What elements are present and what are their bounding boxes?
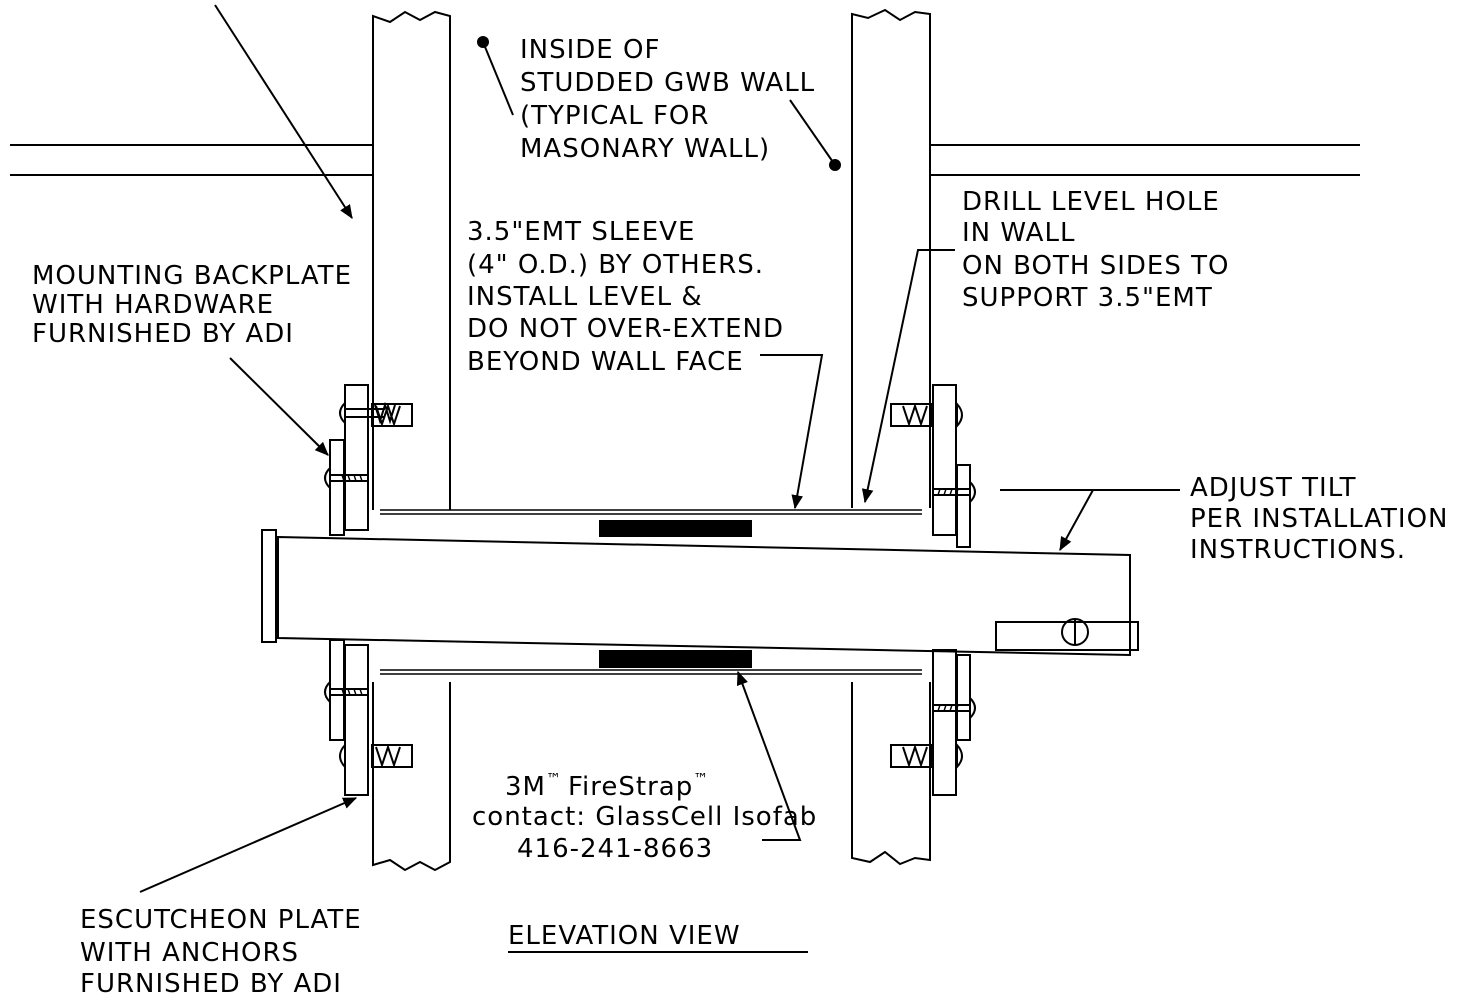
- svg-text:ELEVATION VIEW: ELEVATION VIEW: [508, 921, 741, 951]
- firestrap-bar-bottom: [599, 650, 752, 668]
- left-wall-stud-lower: [372, 682, 451, 872]
- svg-text:INSIDE OF: INSIDE OF: [520, 35, 660, 65]
- svg-text:ADJUST TILT: ADJUST TILT: [1190, 473, 1357, 503]
- svg-text:WITH ANCHORS: WITH ANCHORS: [80, 938, 299, 968]
- label-backplate: MOUNTING BACKPLATE WITH HARDWARE FURNISH…: [32, 261, 352, 349]
- svg-text:MASONARY WALL): MASONARY WALL): [520, 134, 770, 164]
- left-backplate: [329, 384, 369, 796]
- svg-text:ESCUTCHEON PLATE: ESCUTCHEON PLATE: [80, 905, 362, 935]
- svg-text:3.5"EMT SLEEVE: 3.5"EMT SLEEVE: [467, 217, 695, 247]
- svg-text:FURNISHED BY ADI: FURNISHED BY ADI: [32, 319, 294, 349]
- svg-text:416-241-8663: 416-241-8663: [517, 834, 713, 864]
- tilted-device-body: [261, 529, 1139, 657]
- right-wall-stud-lower: [851, 682, 931, 866]
- leader-lines: [139, 4, 1180, 893]
- wall-lines: [10, 144, 1360, 176]
- view-title: ELEVATION VIEW: [508, 921, 808, 953]
- emt-sleeve: [380, 509, 922, 675]
- svg-text:ON BOTH SIDES TO: ON BOTH SIDES TO: [962, 251, 1229, 281]
- svg-text:INSTRUCTIONS.: INSTRUCTIONS.: [1190, 535, 1406, 565]
- right-screws: [890, 401, 976, 770]
- svg-text:FURNISHED BY ADI: FURNISHED BY ADI: [80, 969, 342, 996]
- svg-text:BEYOND WALL FACE: BEYOND WALL FACE: [467, 347, 744, 377]
- svg-text:(TYPICAL FOR: (TYPICAL FOR: [520, 101, 709, 131]
- right-wall-stud-upper: [851, 8, 931, 508]
- svg-text:INSTALL LEVEL &: INSTALL LEVEL &: [467, 282, 703, 312]
- left-wall-stud-upper: [372, 10, 451, 510]
- label-escutcheon: ESCUTCHEON PLATE WITH ANCHORS FURNISHED …: [80, 905, 362, 996]
- left-screws: [324, 400, 413, 770]
- label-inside-wall: INSIDE OF STUDDED GWB WALL (TYPICAL FOR …: [520, 35, 815, 164]
- svg-text:SUPPORT 3.5"EMT: SUPPORT 3.5"EMT: [962, 283, 1213, 313]
- svg-text:(4" O.D.) BY OTHERS.: (4" O.D.) BY OTHERS.: [467, 250, 764, 280]
- label-drill-hole: DRILL LEVEL HOLE IN WALL ON BOTH SIDES T…: [962, 187, 1229, 313]
- svg-text:DRILL LEVEL HOLE: DRILL LEVEL HOLE: [962, 187, 1220, 217]
- svg-text:DO NOT OVER-EXTEND: DO NOT OVER-EXTEND: [467, 314, 784, 344]
- svg-text:contact: GlassCell Isofab: contact: GlassCell Isofab: [472, 802, 817, 832]
- svg-text:WITH HARDWARE: WITH HARDWARE: [32, 290, 274, 320]
- svg-text:MOUNTING BACKPLATE: MOUNTING BACKPLATE: [32, 261, 352, 291]
- svg-text:IN WALL: IN WALL: [962, 218, 1075, 248]
- label-emt-sleeve: 3.5"EMT SLEEVE (4" O.D.) BY OTHERS. INST…: [467, 217, 784, 377]
- label-adjust-tilt: ADJUST TILT PER INSTALLATION INSTRUCTION…: [1190, 473, 1449, 565]
- svg-text:STUDDED GWB WALL: STUDDED GWB WALL: [520, 68, 815, 98]
- svg-text:PER INSTALLATION: PER INSTALLATION: [1190, 504, 1449, 534]
- right-backplate: [932, 384, 971, 796]
- firestrap-bar-top: [599, 520, 752, 537]
